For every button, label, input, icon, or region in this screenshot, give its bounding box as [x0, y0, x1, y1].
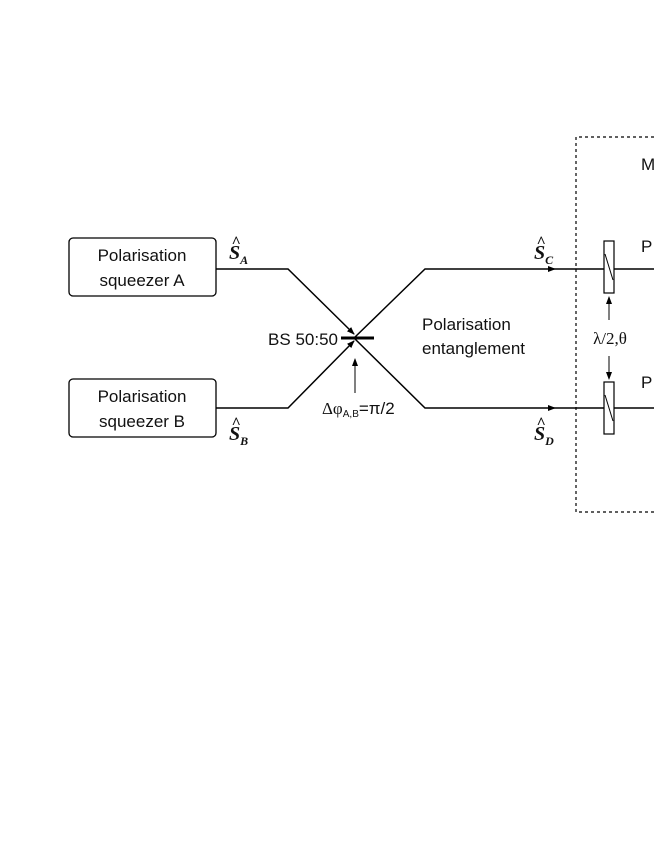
svg-text:SA: SA	[229, 242, 248, 267]
squeezer-a-label-line1: Polarisation	[98, 246, 187, 265]
squeezer-a-box: Polarisation squeezer A	[68, 237, 217, 297]
beam-c-output	[353, 266, 556, 339]
entanglement-label-line1: Polarisation	[422, 315, 511, 334]
svg-text:^: ^	[536, 234, 545, 251]
measurement-region-border	[575, 136, 654, 513]
waveplate-label: λ/2,θ	[593, 329, 627, 348]
beamsplitter-label: BS 50:50	[268, 330, 338, 349]
squeezer-b-label-line1: Polarisation	[98, 387, 187, 406]
beam-a-input	[216, 268, 355, 335]
svg-text:SC: SC	[534, 242, 554, 267]
waveplate-upper	[603, 240, 615, 294]
svg-text:SB: SB	[229, 423, 248, 448]
measurement-lower-label-fragment: P	[641, 373, 652, 392]
mode-a-label: ^ SA	[229, 234, 248, 267]
beam-b-input	[216, 340, 355, 409]
squeezer-a-label-line2: squeezer A	[99, 271, 185, 290]
svg-text:SD: SD	[534, 423, 554, 448]
svg-text:^: ^	[231, 415, 240, 432]
measurement-title-fragment: M	[641, 155, 654, 174]
waveplate-lower	[603, 381, 615, 435]
mode-c-label: ^ SC	[534, 234, 554, 267]
mode-b-label: ^ SB	[229, 415, 248, 448]
squeezer-b-label-line2: squeezer B	[99, 412, 185, 431]
mode-d-label: ^ SD	[534, 415, 554, 448]
svg-text:^: ^	[231, 234, 240, 251]
squeezer-b-box: Polarisation squeezer B	[68, 378, 217, 438]
measurement-upper-label-fragment: P	[641, 237, 652, 256]
beam-d-output	[353, 337, 556, 411]
svg-text:^: ^	[536, 415, 545, 432]
entanglement-label-line2: entanglement	[422, 339, 525, 358]
phase-label: ΔφA,B=π/2	[322, 399, 395, 420]
